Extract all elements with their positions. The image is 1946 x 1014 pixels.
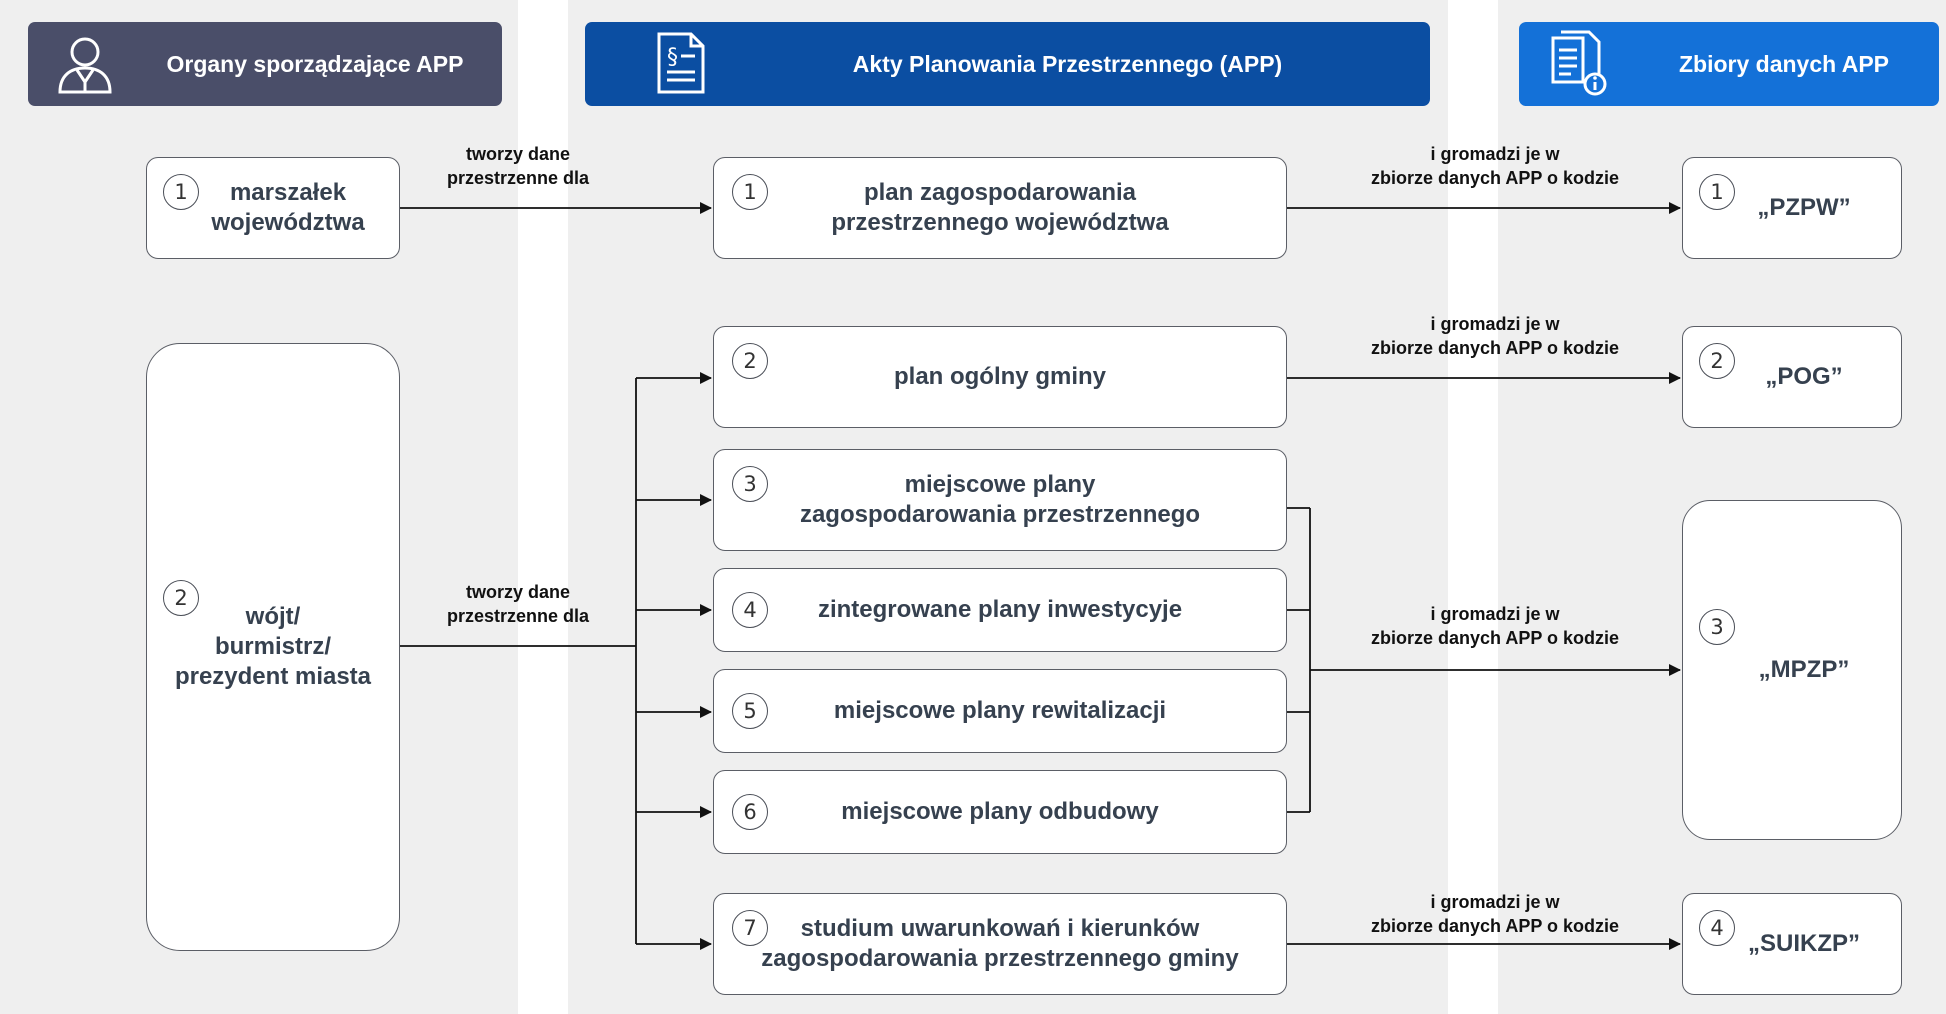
akt-label-line2: zagospodarowania przestrzennego xyxy=(799,501,1201,528)
person-icon xyxy=(58,37,112,94)
zbior-code: „POG” xyxy=(1765,363,1843,390)
number-badge: 5 xyxy=(732,693,768,729)
organ-label-line2: burmistrz/ xyxy=(214,633,331,660)
header-zbiory: Zbiory danych APP xyxy=(1519,22,1939,106)
document-info-icon xyxy=(1551,30,1607,96)
header-organy-title: Organy sporządzające APP xyxy=(166,50,464,77)
zbior-box-suikzp: 4 „SUIKZP” xyxy=(1682,893,1902,995)
label-tworzy-1: tworzy dane przestrzenne dla xyxy=(446,144,590,188)
organ-box-wojt: 2 wójt/ burmistrz/ prezydent miasta xyxy=(146,343,400,951)
number-badge: 1 xyxy=(732,174,768,210)
akt-box-6: 6 miejscowe plany odbudowy xyxy=(713,770,1287,854)
organ-label-line1: marszałek xyxy=(229,179,347,206)
header-akty: § Akty Planowania Przestrzennego (APP) xyxy=(585,22,1430,106)
akt-label-line1: miejscowe plany xyxy=(904,471,1096,498)
number-badge: 2 xyxy=(732,343,768,379)
number-badge: 3 xyxy=(1699,609,1735,645)
legal-document-icon: § xyxy=(657,32,705,94)
zbior-box-mpzp: 3 „MPZP” xyxy=(1682,500,1902,840)
label-tworzy-2: tworzy dane przestrzenne dla xyxy=(446,582,590,626)
header-zbiory-title: Zbiory danych APP xyxy=(1678,50,1890,77)
organ-label-line2: województwa xyxy=(211,209,365,236)
organ-label-line1: wójt/ xyxy=(245,603,301,630)
organ-box-marszalek: 1 marszałek województwa xyxy=(146,157,400,259)
akt-label-line2: zagospodarowania przestrzennego gminy xyxy=(761,945,1239,972)
akt-box-4: 4 zintegrowane plany inwestycyje xyxy=(713,568,1287,652)
number-badge: 3 xyxy=(732,466,768,502)
akt-label-line1: studium uwarunkowań i kierunków xyxy=(800,915,1200,942)
svg-text:§: § xyxy=(667,45,678,70)
label-gromadzi-2: i gromadzi je w zbiorze danych APP o kod… xyxy=(1370,314,1620,358)
number-badge: 1 xyxy=(163,174,199,210)
akt-box-7: 7 studium uwarunkowań i kierunków zagosp… xyxy=(713,893,1287,995)
zbior-code: „SUIKZP” xyxy=(1747,930,1860,957)
zbior-box-pzpw: 1 „PZPW” xyxy=(1682,157,1902,259)
akt-label-line1: zintegrowane plany inwestycyje xyxy=(817,596,1183,623)
header-organy: Organy sporządzające APP xyxy=(28,22,502,106)
organ-label-line3: prezydent miasta xyxy=(174,663,372,690)
akt-label-line1: miejscowe plany rewitalizacji xyxy=(833,697,1167,724)
akt-box-5: 5 miejscowe plany rewitalizacji xyxy=(713,669,1287,753)
zbior-box-pog: 2 „POG” xyxy=(1682,326,1902,428)
number-badge: 6 xyxy=(732,794,768,830)
akt-box-2: 2 plan ogólny gminy xyxy=(713,326,1287,428)
akt-box-3: 3 miejscowe plany zagospodarowania przes… xyxy=(713,449,1287,551)
zbior-code: „PZPW” xyxy=(1757,194,1851,221)
number-badge: 2 xyxy=(1699,343,1735,379)
akt-label-line1: plan zagospodarowania xyxy=(863,179,1137,206)
number-badge: 4 xyxy=(1699,910,1735,946)
akt-label-line1: plan ogólny gminy xyxy=(893,363,1106,390)
number-badge: 1 xyxy=(1699,174,1735,210)
number-badge: 2 xyxy=(163,580,199,616)
number-badge: 4 xyxy=(732,592,768,628)
akt-label-line2: przestrzennego województwa xyxy=(831,209,1169,236)
akt-label-line1: miejscowe plany odbudowy xyxy=(841,798,1159,825)
label-gromadzi-3: i gromadzi je w zbiorze danych APP o kod… xyxy=(1370,604,1620,648)
header-akty-title: Akty Planowania Przestrzennego (APP) xyxy=(852,50,1283,77)
akt-box-1: 1 plan zagospodarowania przestrzennego w… xyxy=(713,157,1287,259)
label-gromadzi-4: i gromadzi je w zbiorze danych APP o kod… xyxy=(1370,892,1620,936)
zbior-code: „MPZP” xyxy=(1758,656,1850,683)
number-badge: 7 xyxy=(732,910,768,946)
label-gromadzi-1: i gromadzi je w zbiorze danych APP o kod… xyxy=(1370,144,1620,188)
